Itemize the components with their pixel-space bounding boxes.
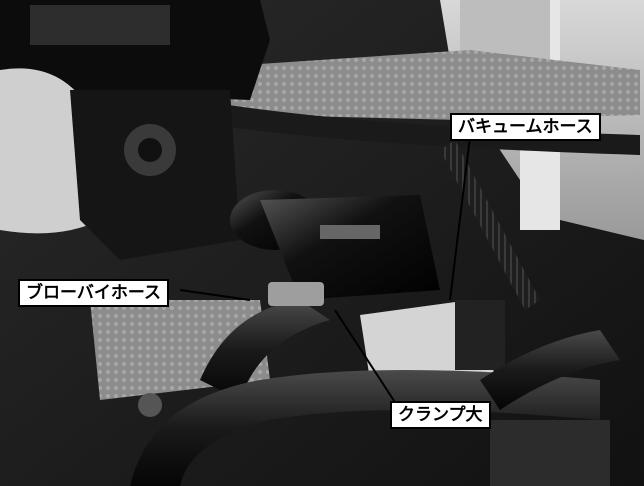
clamp-leader: [334, 309, 401, 411]
upper-bracket: [460, 0, 550, 60]
hose-clamp: [268, 282, 324, 306]
blow-by-hose-label: ブローバイホース: [18, 279, 169, 307]
vacuum-leader: [449, 136, 471, 301]
valve-logo-plate: [320, 225, 380, 239]
cap-center: [138, 138, 162, 162]
lower-hose: [130, 370, 600, 486]
clamp-label: クランプ大: [390, 401, 491, 429]
vacuum-hose-label: バキュームホース: [450, 113, 601, 141]
bolt: [138, 393, 162, 417]
top-bracket: [30, 5, 170, 45]
blowby-leader: [179, 289, 251, 301]
sensor-plug: [455, 300, 505, 370]
heat-shield: [170, 50, 640, 120]
lower-fitting: [490, 420, 610, 486]
blow-by-hose: [200, 300, 330, 400]
right-hose: [480, 330, 620, 410]
valve-body: [260, 195, 440, 300]
